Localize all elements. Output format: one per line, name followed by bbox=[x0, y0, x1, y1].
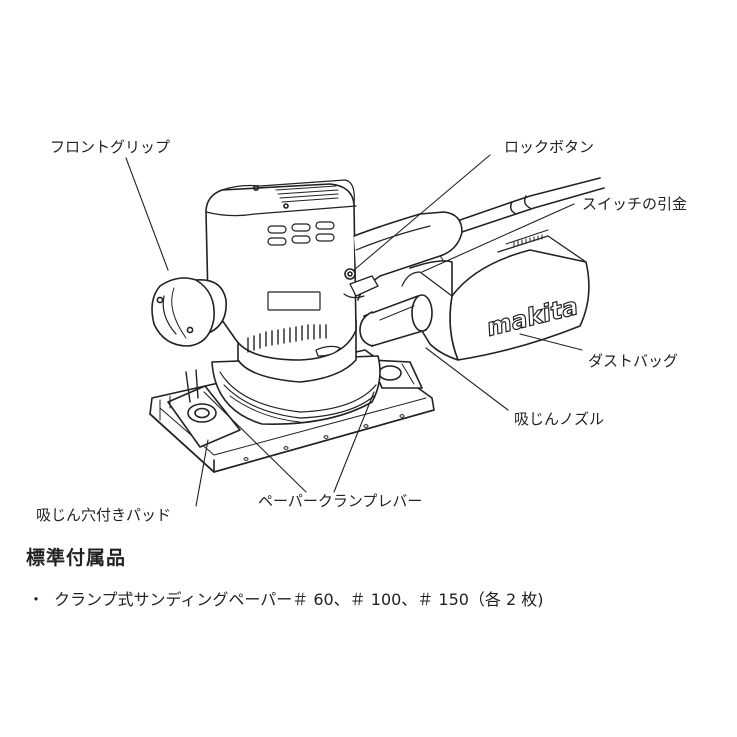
front-grip bbox=[151, 277, 227, 347]
label-suction-pad: 吸じん穴付きパッド bbox=[36, 506, 171, 524]
motor-housing bbox=[205, 179, 357, 383]
label-front-grip: フロントグリップ bbox=[50, 138, 170, 156]
power-cord bbox=[459, 177, 605, 233]
accessories-heading: 標準付属品 bbox=[26, 547, 127, 569]
label-dust-bag: ダストバッグ bbox=[588, 352, 678, 370]
label-dust-nozzle: 吸じんノズル bbox=[514, 410, 604, 428]
label-lock-button: ロックボタン bbox=[504, 138, 594, 156]
dust-nozzle bbox=[359, 294, 433, 347]
accessory-item: ・クランプ式サンディングペーパー＃ 60、＃ 100、＃ 150（各 2 枚) bbox=[28, 586, 544, 610]
dust-bag bbox=[401, 229, 590, 361]
callout-leaders bbox=[125, 154, 583, 507]
label-switch-trigger: スイッチの引金 bbox=[582, 195, 687, 213]
accessory-item-text: クランプ式サンディングペーパー＃ 60、＃ 100、＃ 150（各 2 枚) bbox=[54, 590, 544, 609]
bullet: ・ bbox=[28, 590, 45, 609]
label-paper-clamp-lever: ペーパークランプレバー bbox=[258, 492, 422, 510]
